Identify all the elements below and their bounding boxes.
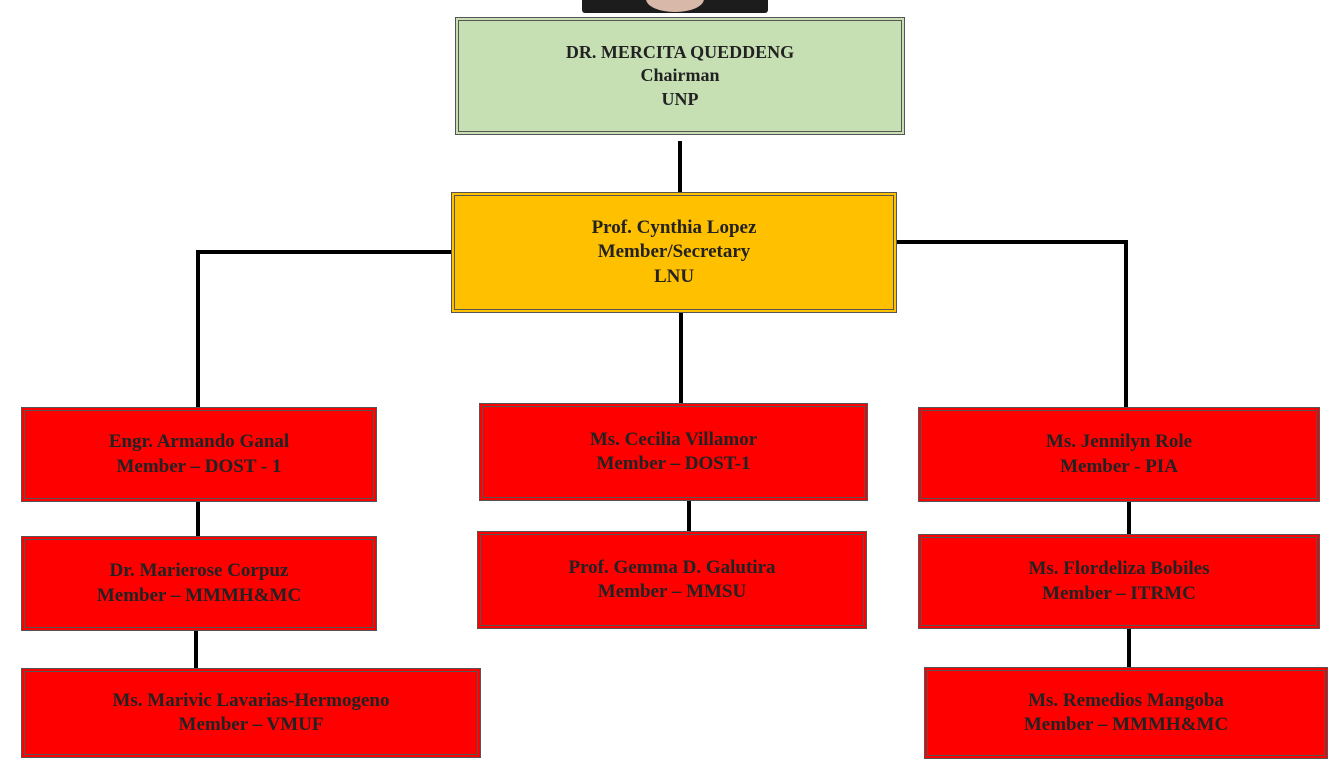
member-role: Member – VMUF — [178, 714, 324, 735]
member-box-left-2: Dr. Marierose Corpuz Member – MMMH&MC — [21, 536, 377, 631]
member-role: Member – MMMH&MC — [1023, 714, 1229, 735]
member-name: Ms. Flordeliza Bobiles — [1028, 558, 1210, 580]
member-box-right-3: Ms. Remedios Mangoba Member – MMMH&MC — [924, 667, 1328, 759]
member-box-center-1: Ms. Cecilia Villamor Member – DOST-1 — [479, 403, 868, 501]
member-name: Engr. Armando Ganal — [108, 431, 290, 453]
chairman-name: DR. MERCITA QUEDDENG — [565, 42, 795, 63]
connector-right-2-3 — [1127, 628, 1131, 668]
member-box-right-1: Ms. Jennilyn Role Member - PIA — [918, 407, 1320, 502]
chairman-photo — [582, 0, 768, 13]
member-role: Member – DOST-1 — [596, 453, 751, 474]
connector-chairman-secretary — [678, 141, 682, 192]
connector-left-h — [196, 250, 456, 254]
chairman-box: DR. MERCITA QUEDDENG Chairman UNP — [455, 17, 905, 135]
chairman-org: UNP — [661, 88, 699, 109]
face-shape — [646, 0, 704, 12]
secretary-role: Member/Secretary — [597, 241, 751, 263]
connector-left-2-3 — [194, 631, 198, 668]
member-box-left-3: Ms. Marivic Lavarias-Hermogeno Member – … — [21, 668, 481, 758]
member-name: Ms. Marivic Lavarias-Hermogeno — [112, 689, 390, 711]
member-role: Member – MMMH&MC — [96, 584, 302, 606]
connector-center-1-2 — [687, 500, 691, 533]
connector-right-h — [896, 240, 1128, 244]
member-name: Ms. Remedios Mangoba — [1028, 689, 1224, 711]
member-role: Member – MMSU — [597, 581, 747, 602]
member-role: Member - PIA — [1060, 455, 1178, 477]
member-name: Prof. Gemma D. Galutira — [568, 556, 776, 578]
member-role: Member – ITRMC — [1042, 582, 1196, 604]
member-box-center-2: Prof. Gemma D. Galutira Member – MMSU — [477, 531, 867, 629]
connector-right-1-2 — [1127, 500, 1131, 536]
chairman-role: Chairman — [640, 65, 720, 86]
secretary-box: Prof. Cynthia Lopez Member/Secretary LNU — [451, 192, 897, 313]
member-box-right-2: Ms. Flordeliza Bobiles Member – ITRMC — [918, 534, 1320, 629]
connector-center-v — [679, 312, 683, 403]
secretary-name: Prof. Cynthia Lopez — [591, 217, 757, 239]
secretary-org: LNU — [653, 265, 695, 287]
connector-right-v — [1124, 240, 1128, 410]
member-name: Dr. Marierose Corpuz — [109, 560, 289, 582]
member-box-left-1: Engr. Armando Ganal Member – DOST - 1 — [21, 407, 377, 502]
connector-left-v — [196, 250, 200, 410]
connector-left-1-2 — [196, 500, 200, 536]
member-name: Ms. Jennilyn Role — [1045, 431, 1193, 453]
member-name: Ms. Cecilia Villamor — [589, 428, 758, 450]
member-role: Member – DOST - 1 — [116, 455, 282, 477]
